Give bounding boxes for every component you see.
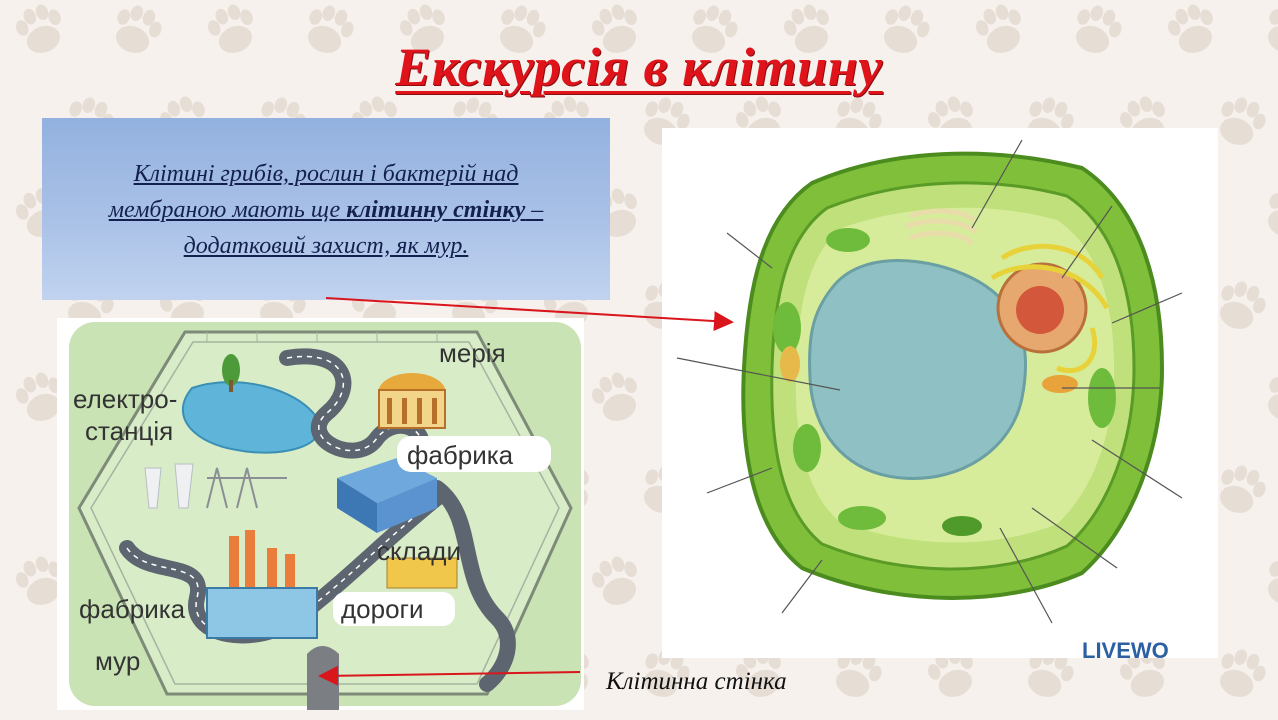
note-line-2a: мембраною мають ще bbox=[108, 197, 347, 223]
label-wall: мур bbox=[95, 646, 140, 676]
label-roads: дороги bbox=[341, 594, 424, 624]
note-line-2b: – bbox=[525, 197, 544, 223]
label-warehouses: склади bbox=[377, 536, 461, 566]
paw-icon bbox=[1211, 643, 1271, 704]
label-power-1: електро- bbox=[73, 384, 177, 414]
info-box: Клітині грибів, рослин і бактерій над ме… bbox=[42, 118, 610, 300]
watermark-text: LIVEWO bbox=[1082, 638, 1169, 658]
paw-icon bbox=[1259, 551, 1278, 612]
note-line-3: додатковий захист, як мур. bbox=[183, 233, 469, 259]
paw-icon bbox=[1259, 367, 1278, 428]
label-meria: мерія bbox=[439, 338, 506, 368]
paw-icon bbox=[587, 551, 647, 612]
city-illustration: мерія електро- станція фабрика склади до… bbox=[57, 318, 584, 710]
paw-icon bbox=[1211, 275, 1271, 336]
note-line-1: Клітині грибів, рослин і бактерій над bbox=[133, 161, 519, 187]
paw-icon bbox=[1211, 91, 1271, 152]
label-power-2: станція bbox=[85, 416, 173, 446]
paw-icon bbox=[587, 367, 647, 428]
plant-cell-illustration: LIVEWO bbox=[662, 128, 1218, 663]
note-highlight: клітинну стінку bbox=[346, 197, 526, 223]
paw-icon bbox=[1211, 459, 1271, 520]
caption-cell-wall: Клітинна стінка bbox=[606, 668, 787, 695]
slide-title: Екскурсія в клітину bbox=[395, 37, 883, 97]
label-factory-1: фабрика bbox=[407, 440, 514, 470]
label-factory-2: фабрика bbox=[79, 594, 186, 624]
paw-icon bbox=[1259, 183, 1278, 244]
